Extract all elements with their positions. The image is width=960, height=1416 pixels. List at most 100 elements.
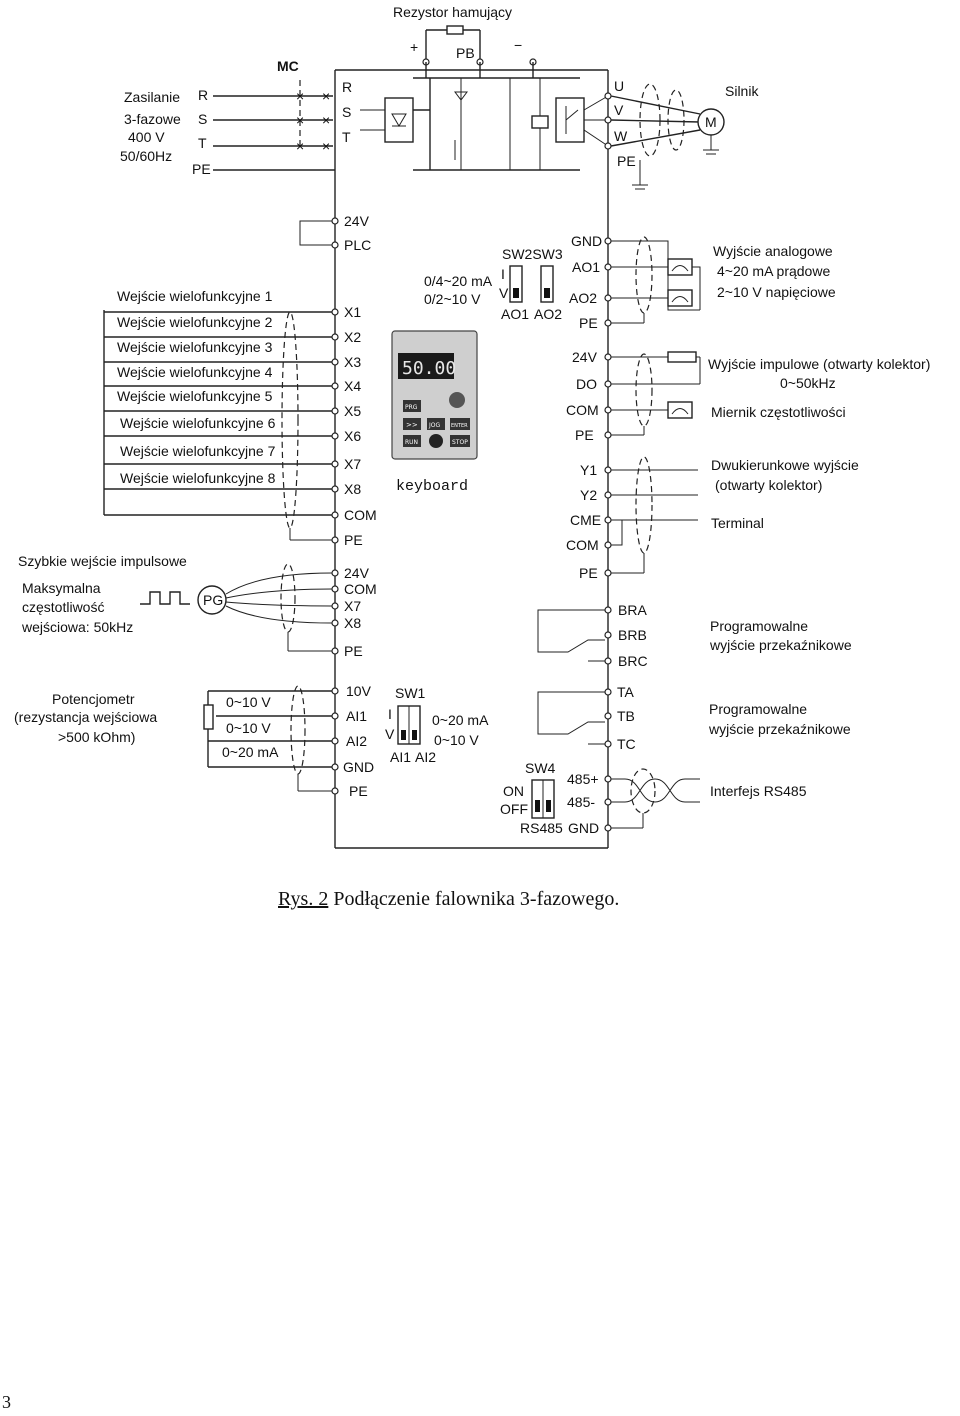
term-ta: TA xyxy=(617,684,635,700)
svg-text:RUN: RUN xyxy=(405,439,418,446)
svg-text:JOG: JOG xyxy=(428,422,440,429)
key-stop[interactable] xyxy=(450,435,470,447)
output-v: V xyxy=(614,102,624,118)
term-gnd-left: GND xyxy=(343,759,374,775)
svg-text:Wejście wielofunkcyjne 6: Wejście wielofunkcyjne 6 xyxy=(120,415,276,431)
phase-t: T xyxy=(198,135,207,151)
term-tb: TB xyxy=(617,708,635,724)
inverter-input-r: R xyxy=(342,79,352,95)
term-y2: Y2 xyxy=(580,487,597,503)
term-do: DO xyxy=(576,376,597,392)
sw1-i: I xyxy=(388,706,392,722)
term-brc: BRC xyxy=(618,653,648,669)
ao-mode-current: 0/4~20 mA xyxy=(424,273,493,289)
term-pe-y: PE xyxy=(579,565,598,581)
term-x5: X5 xyxy=(344,403,361,419)
term-tc: TC xyxy=(617,736,636,752)
mf-input-6: Wejście wielofunkcyjne 6 xyxy=(104,415,332,437)
supply-line-3: 400 V xyxy=(128,129,165,145)
term-com-pulse: COM xyxy=(344,581,377,597)
term-cme: CME xyxy=(570,512,601,528)
term-24v-pulse: 24V xyxy=(344,565,370,581)
potentiometer-block: Potencjometr (rezystancja wejściowa >500… xyxy=(14,685,332,792)
term-x2: X2 xyxy=(344,329,361,345)
sw4-off: OFF xyxy=(500,801,528,817)
plus-sign: + xyxy=(410,39,418,55)
key-enter[interactable] xyxy=(450,418,470,430)
sw1-switch: SW1 I V 0~20 mA 0~10 V AI1 AI2 xyxy=(385,685,489,765)
caption-text: Podłączenie falownika 3-fazowego. xyxy=(328,888,619,910)
term-gnd-485: GND xyxy=(568,820,599,836)
sw23-v: V xyxy=(499,285,509,301)
capacitor-icon xyxy=(531,115,549,129)
key-jog[interactable] xyxy=(427,418,445,430)
inverter-input-t: T xyxy=(342,129,351,145)
term-485-minus: 485- xyxy=(567,794,595,810)
sw1-label: SW1 xyxy=(395,685,426,701)
relay2-line-1: Programowalne xyxy=(709,701,807,717)
pb-label: PB xyxy=(456,45,475,61)
terminal-label: Terminal xyxy=(711,515,764,531)
relay2-line-2: wyjście przekaźnikowe xyxy=(708,721,851,737)
svg-text:Wejście wielofunkcyjne 7: Wejście wielofunkcyjne 7 xyxy=(120,443,276,459)
figure-caption: Rys. 2 Podłączenie falownika 3-fazowego. xyxy=(278,888,619,910)
analog-meter-icon-2 xyxy=(667,289,693,307)
key-run[interactable] xyxy=(403,435,421,447)
svg-text:Wejście wielofunkcyjne 8: Wejście wielofunkcyjne 8 xyxy=(120,470,276,486)
pot-line-2: (rezystancja wejściowa xyxy=(14,709,157,725)
bidir-out-line-2: (otwarty kolektor) xyxy=(715,477,822,493)
motor-output: U V W PE M Silnik xyxy=(604,78,759,190)
output-w: W xyxy=(614,128,628,144)
sw2-sw3-switches: SW2SW3 0/4~20 mA 0/2~10 V I V AO1 AO2 xyxy=(424,246,563,322)
term-brb: BRB xyxy=(618,627,647,643)
svg-text:>>: >> xyxy=(406,421,418,429)
mf-input-1: Wejście wielofunkcyjne 1 xyxy=(104,288,332,313)
pot-range-1: 0~10 V xyxy=(226,694,271,710)
relay1-line-2: wyjście przekaźnikowe xyxy=(709,637,852,653)
supply-line-4: 50/60Hz xyxy=(120,148,172,164)
minus-sign: − xyxy=(514,37,522,53)
term-com-do: COM xyxy=(566,402,599,418)
sw4-on: ON xyxy=(503,783,524,799)
svg-text:Wejście wielofunkcyjne 4: Wejście wielofunkcyjne 4 xyxy=(117,364,273,380)
motor-label: Silnik xyxy=(725,83,759,99)
pulse-out-line-2: 0~50kHz xyxy=(780,375,836,391)
term-24v-right: 24V xyxy=(572,349,598,365)
term-485-plus: 485+ xyxy=(567,771,599,787)
multifunction-inputs: Wejście wielofunkcyjne 1 Wejście wielofu… xyxy=(103,288,332,541)
svg-text:Rys. 2 Podłączenie falownika 3: Rys. 2 Podłączenie falownika 3-fazowego. xyxy=(278,888,619,910)
analog-meter-icon-1 xyxy=(667,258,693,276)
key-prg[interactable] xyxy=(403,400,421,412)
svg-text:Wejście wielofunkcyjne 2: Wejście wielofunkcyjne 2 xyxy=(117,314,273,330)
x-inputs: X1 X2 X3 X4 X5 X6 X7 X8 xyxy=(331,304,361,497)
sw1-ai2: AI2 xyxy=(415,749,436,765)
mf-input-3: Wejście wielofunkcyjne 3 xyxy=(104,339,332,363)
term-pe-pulse: PE xyxy=(344,643,363,659)
svg-text:×: × xyxy=(322,138,330,154)
keyboard-panel: 50.00 PRG >> JOG ENTER RUN STOP keyboard xyxy=(391,330,478,495)
relay1-line-1: Programowalne xyxy=(710,618,808,634)
key-shift[interactable] xyxy=(403,418,421,430)
svg-text:×: × xyxy=(296,112,304,128)
sw2sw3-label: SW2SW3 xyxy=(502,246,563,262)
term-10v: 10V xyxy=(346,683,372,699)
pot-line-3: >500 kOhm) xyxy=(58,729,135,745)
pot-range-3: 0~20 mA xyxy=(222,744,279,760)
pulse-input-line-2: częstotliwość xyxy=(22,599,104,615)
analog-out-line-3: 2~10 V napięciowe xyxy=(717,284,836,300)
page-number: 3 xyxy=(2,1392,11,1412)
phase-r: R xyxy=(198,87,208,103)
frequency-meter-label: Miernik częstotliwości xyxy=(711,404,846,420)
term-com-y: COM xyxy=(566,537,599,553)
term-x1: X1 xyxy=(344,304,361,320)
right-wiring: Wyjście analogowe 4~20 mA prądowe 2~10 V… xyxy=(537,236,930,829)
potentiometer-icon xyxy=(203,704,214,730)
term-gnd-ao: GND xyxy=(571,233,602,249)
svg-text:×: × xyxy=(296,88,304,104)
term-x4: X4 xyxy=(344,378,361,394)
term-pe-analog: PE xyxy=(349,783,368,799)
term-plc: PLC xyxy=(344,237,371,253)
svg-text:STOP: STOP xyxy=(452,439,468,446)
pot-range-2: 0~10 V xyxy=(226,720,271,736)
twisted-pair-icon xyxy=(611,778,700,803)
